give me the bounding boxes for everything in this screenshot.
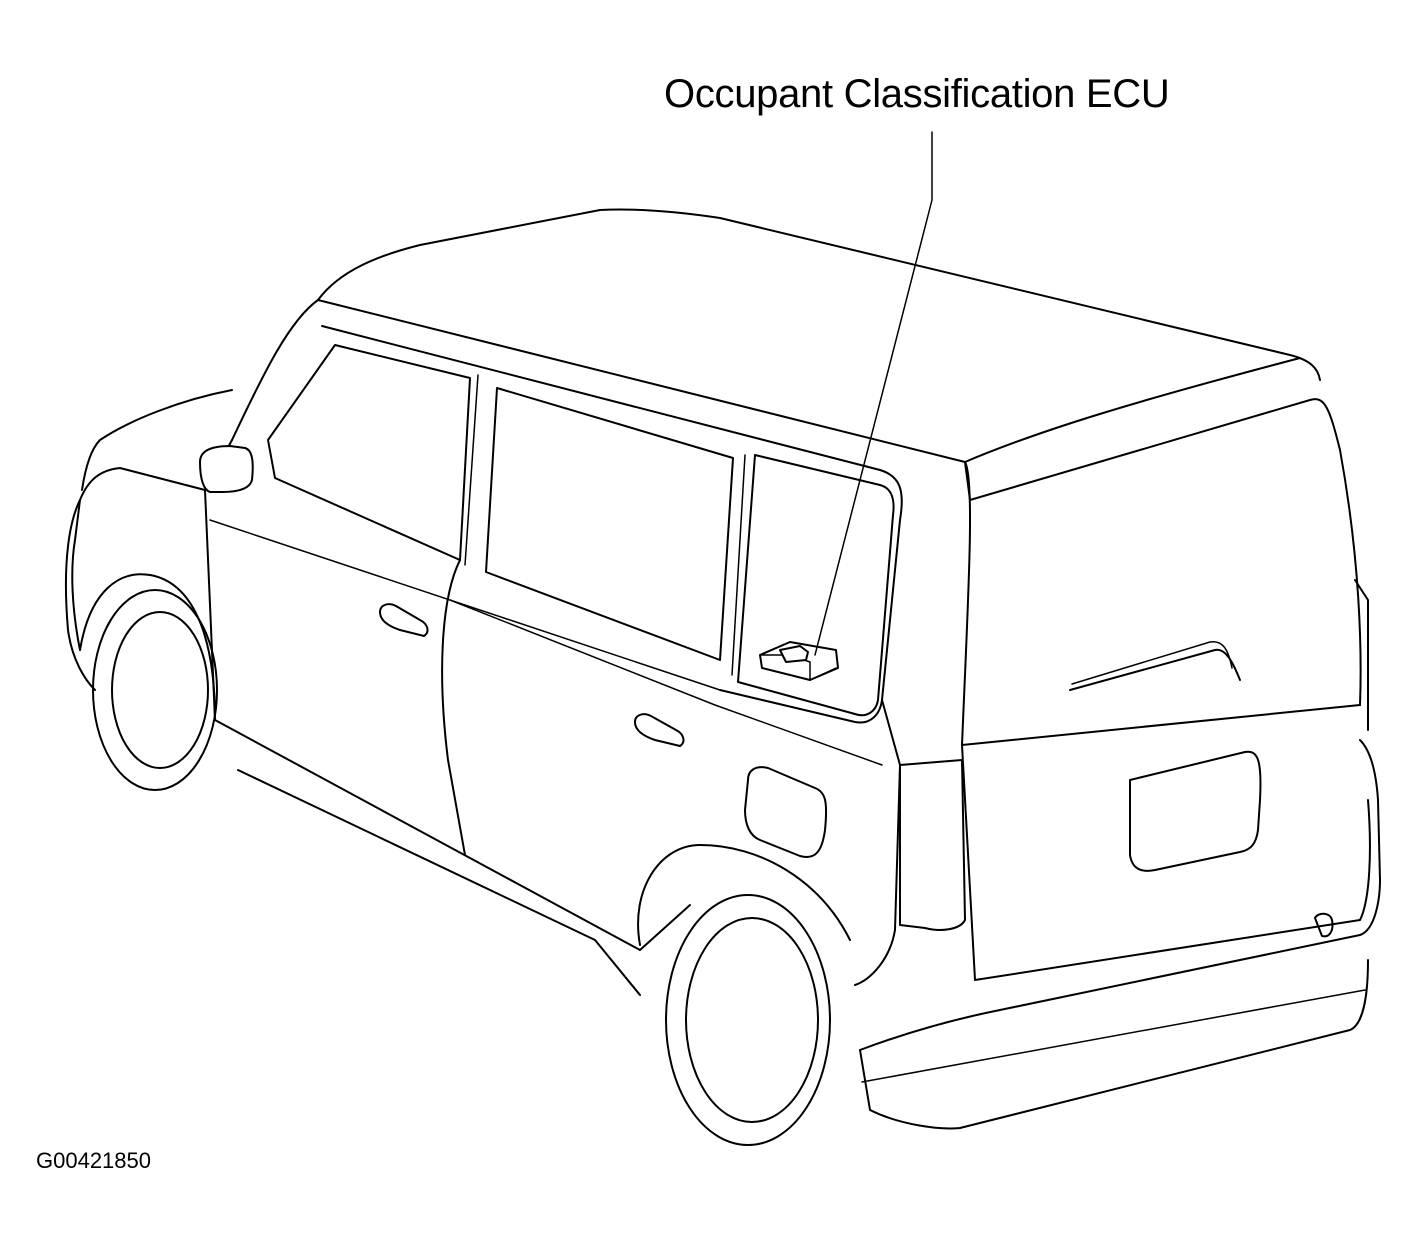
- side-mirror: [199, 445, 254, 493]
- rear-hatch-lower: [961, 744, 1371, 981]
- fuel-door: [744, 766, 828, 858]
- rear-bumper-crease: [861, 989, 1366, 1083]
- c-pillar: [731, 454, 746, 676]
- window-surround: [321, 325, 903, 724]
- rear-bumper-lower: [859, 959, 1369, 1130]
- ecu-module-icon: [759, 641, 839, 681]
- figure-id: G00421850: [36, 1148, 151, 1173]
- rear-side-panel: [854, 699, 901, 986]
- rear-rim: [685, 917, 819, 1123]
- tail-light-right: [1354, 579, 1369, 731]
- front-fender-top: [81, 389, 233, 491]
- roof-outline: [317, 208, 1321, 381]
- rear-wiper: [1069, 648, 1241, 691]
- rear-quarter-window: [737, 454, 895, 717]
- front-window: [267, 344, 471, 561]
- rear-tire: [665, 894, 831, 1146]
- front-bumper: [64, 499, 96, 691]
- rear-bumper: [859, 739, 1381, 1051]
- tail-light-left: [899, 759, 966, 931]
- rear-hatch-bottom: [961, 704, 1361, 746]
- beltline-top: [231, 299, 319, 441]
- hood-outline: [71, 439, 233, 651]
- ecu-callout-label: Occupant Classification ECU: [664, 72, 1170, 116]
- rear-door-handle: [634, 713, 685, 747]
- body-side-lower: [204, 489, 691, 951]
- rear-wiper-line: [1071, 640, 1233, 685]
- door-crease-2: [449, 599, 883, 766]
- front-door-edge: [441, 559, 466, 856]
- roof-rear-edge: [964, 357, 1301, 463]
- front-door-handle: [379, 603, 429, 637]
- b-pillar: [464, 374, 479, 566]
- door-crease: [209, 519, 721, 691]
- front-tire: [92, 589, 218, 791]
- license-plate-recess: [1129, 750, 1262, 872]
- callout-leader-line: [814, 131, 933, 656]
- middle-window: [485, 387, 734, 661]
- front-wheel-arch: [79, 573, 216, 721]
- rear-hatch-outline: [964, 398, 1362, 706]
- rear-wheel-arch: [637, 844, 851, 946]
- rear-corner: [961, 461, 972, 746]
- roof-front-edge: [317, 299, 966, 463]
- exhaust-tip: [1314, 912, 1334, 938]
- rocker-panel: [237, 769, 641, 996]
- front-rim: [111, 611, 209, 769]
